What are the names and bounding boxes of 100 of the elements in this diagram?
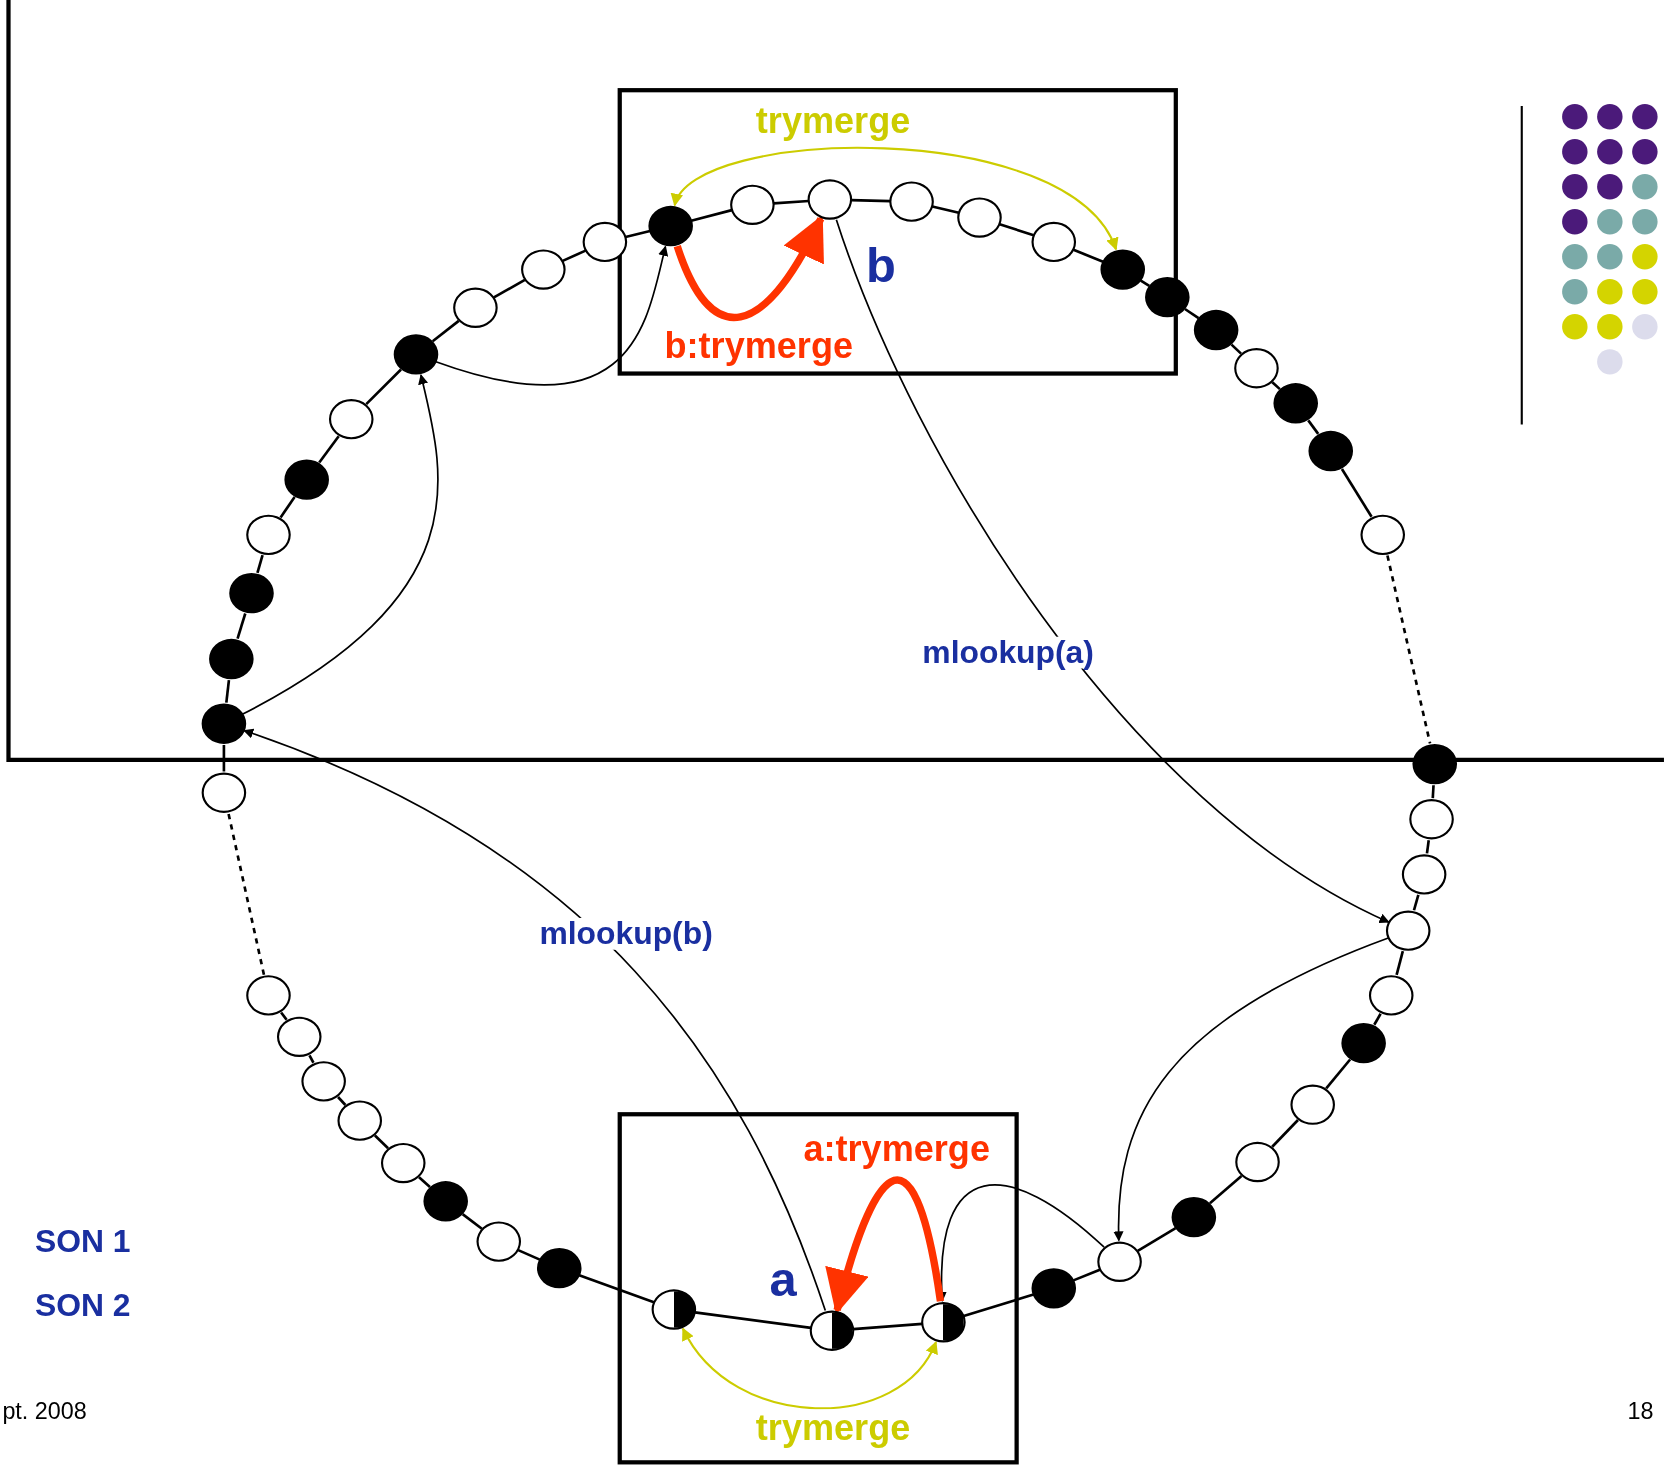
ring-node-circle	[651, 1289, 697, 1330]
ring-node-circle	[809, 1310, 855, 1351]
group-label: SON 1	[35, 1225, 131, 1258]
ring-line	[1340, 468, 1373, 518]
ring-line	[1373, 1013, 1382, 1026]
ring-line	[694, 1311, 812, 1330]
ring-node-circle	[201, 703, 247, 744]
ring-line	[1325, 1058, 1352, 1090]
ring-line	[1431, 785, 1435, 799]
arrow	[435, 245, 669, 386]
ring-node-circle	[1273, 383, 1318, 424]
ring-node-circle	[229, 573, 274, 614]
ring-line	[1230, 343, 1242, 355]
ring-line	[1137, 1227, 1177, 1252]
dotted-ring-line	[227, 813, 266, 975]
region-box	[617, 1112, 1019, 1465]
ring-node-circle	[301, 1061, 346, 1102]
node-letter: a	[769, 1254, 797, 1304]
arrow	[682, 1327, 937, 1410]
ring-node-circle	[246, 975, 291, 1016]
ring-node-circle	[730, 184, 775, 225]
ring-line	[1307, 419, 1320, 435]
ring-line	[1395, 950, 1405, 976]
ring-node-circle	[1171, 1197, 1217, 1238]
ring-line	[1072, 1268, 1101, 1282]
ring-node-circle	[1401, 854, 1447, 895]
ring-node-circle	[1409, 799, 1454, 840]
ring-line	[222, 744, 226, 772]
ring-node-circle	[393, 334, 439, 375]
ring-node-circle	[957, 197, 1002, 238]
ring-line	[365, 368, 402, 406]
arrow	[673, 214, 825, 321]
ring-line	[999, 222, 1035, 237]
ring-line	[1209, 1174, 1243, 1205]
group-label: SON 2	[35, 1289, 131, 1322]
ring-node-circle	[536, 1247, 582, 1289]
ring-line	[225, 679, 231, 703]
ring-node-circle	[1031, 1268, 1077, 1309]
date-text: pt. 2008	[2, 1399, 87, 1424]
page-number: 18	[1627, 1399, 1654, 1424]
ring-line	[318, 435, 340, 464]
ring-node-circle	[1193, 309, 1239, 351]
ring-node-circle	[1368, 975, 1414, 1016]
ring-node-circle	[246, 514, 291, 555]
ring-node-circle	[1031, 221, 1077, 263]
ring-node-circle	[1234, 348, 1279, 389]
ring-line	[690, 208, 733, 222]
ring-line	[851, 198, 891, 203]
node-letter: b	[865, 240, 896, 290]
ring-node-circle	[1385, 910, 1431, 951]
ring-line	[461, 1213, 483, 1230]
ring-node-circle	[453, 287, 498, 328]
ring-line	[562, 249, 587, 263]
ring-node-circle	[423, 1181, 468, 1222]
ring-line	[256, 554, 264, 574]
ring-line	[1073, 248, 1104, 263]
ring-node-circle	[284, 459, 329, 500]
arrow	[241, 374, 439, 715]
arrow	[673, 147, 1117, 251]
ring-line	[236, 613, 247, 640]
ring-node-circle	[201, 772, 247, 813]
ring-node-circle	[1097, 1241, 1142, 1282]
ring-line	[308, 1054, 315, 1064]
dotted-ring-line	[1386, 555, 1432, 744]
ring-line	[931, 205, 960, 214]
arrow	[243, 729, 827, 1312]
ring-node-circle	[337, 1100, 383, 1141]
ring-line	[1412, 894, 1420, 911]
ring-line	[374, 1134, 389, 1150]
ring-line	[578, 1274, 655, 1304]
ring-node-circle	[328, 399, 374, 440]
ring-node-circle	[1360, 514, 1406, 555]
ring-node-circle	[209, 638, 254, 680]
arrow	[1113, 937, 1390, 1242]
ring-line	[773, 199, 809, 205]
ring-line	[963, 1293, 1034, 1318]
ring-node-circle	[521, 249, 566, 290]
ring-node-circle	[1341, 1023, 1386, 1064]
ring-line	[337, 1096, 347, 1106]
region-box	[617, 88, 1178, 376]
arrow	[835, 218, 1390, 923]
ring-node-circle	[1308, 430, 1354, 472]
ring-line	[625, 229, 651, 239]
ring-node-circle	[1100, 249, 1146, 290]
ring-line	[279, 496, 296, 519]
ring-node-circle	[276, 1016, 322, 1057]
ring-line	[431, 319, 460, 343]
ring-node-circle	[582, 221, 628, 263]
ring-line	[493, 278, 526, 299]
ring-line	[1425, 840, 1431, 854]
ring-node-circle	[807, 179, 853, 220]
ring-line	[1271, 381, 1281, 391]
ring-node-circle	[921, 1302, 966, 1343]
ring-line	[1271, 1119, 1299, 1148]
ring-node-circle	[648, 205, 693, 247]
ring-line	[853, 1322, 923, 1331]
ring-line	[418, 1176, 431, 1189]
ring-line	[280, 1011, 288, 1021]
ring-node-circle	[476, 1221, 522, 1262]
ring-node-circle	[889, 181, 934, 222]
